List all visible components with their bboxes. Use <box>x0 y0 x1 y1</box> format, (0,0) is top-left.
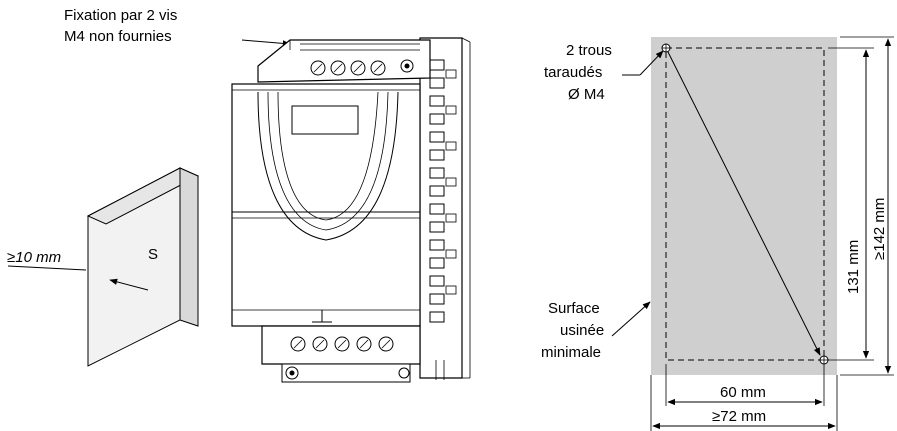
surface-label-line3: minimale <box>541 344 601 361</box>
holes-label-line1: 2 trous <box>566 42 612 59</box>
surface-letter: S <box>148 246 158 263</box>
surface-label-line2: usinée <box>560 322 604 339</box>
holes-label-line2: taraudés <box>544 64 602 81</box>
mounting-label-line1: Fixation par 2 vis <box>64 7 177 24</box>
drive-body <box>231 83 421 327</box>
heatsink-plate <box>419 37 463 379</box>
arrow-icon <box>639 50 664 76</box>
mounting-label: Fixation par 2 vis M4 non fournies <box>64 7 291 47</box>
surface-label-line1: Surface <box>548 300 600 317</box>
dim-height-outer: ≥142 mm <box>871 198 888 260</box>
arrow-icon <box>241 39 291 47</box>
clearance-leader <box>7 265 87 271</box>
mounting-label-line2: M4 non fournies <box>64 28 172 45</box>
diagonal-arrow <box>665 47 821 356</box>
drive-unit <box>231 37 471 383</box>
hole-bottom-right <box>819 355 829 365</box>
clearance-label: ≥10 mm <box>7 249 61 266</box>
top-terminal-block <box>257 39 431 83</box>
holes-label-line3: Ø M4 <box>568 86 605 103</box>
wall-side-face <box>179 167 199 327</box>
dim-width-outer: ≥72 mm <box>712 408 766 425</box>
front-cover-arc <box>257 91 399 241</box>
dim-height-inner: 131 mm <box>845 240 862 294</box>
display-window <box>291 105 359 135</box>
screw-terminal-icon <box>290 336 394 352</box>
hole-pattern-outline <box>665 47 825 361</box>
drilling-plan: 2 trous taraudés Ø M4 Surface usinée min… <box>541 36 894 431</box>
arrow-icon <box>109 278 149 291</box>
wall-block: S ≥10 mm <box>7 167 200 367</box>
screw-terminal-icon <box>310 59 414 76</box>
heatsink-fins <box>429 59 457 323</box>
machined-surface <box>651 37 837 375</box>
bottom-plate <box>281 363 411 383</box>
dim-width-inner: 60 mm <box>720 384 766 401</box>
arrow-icon <box>611 301 651 337</box>
ground-symbol-icon <box>312 310 332 323</box>
hole-top-left <box>661 43 671 53</box>
